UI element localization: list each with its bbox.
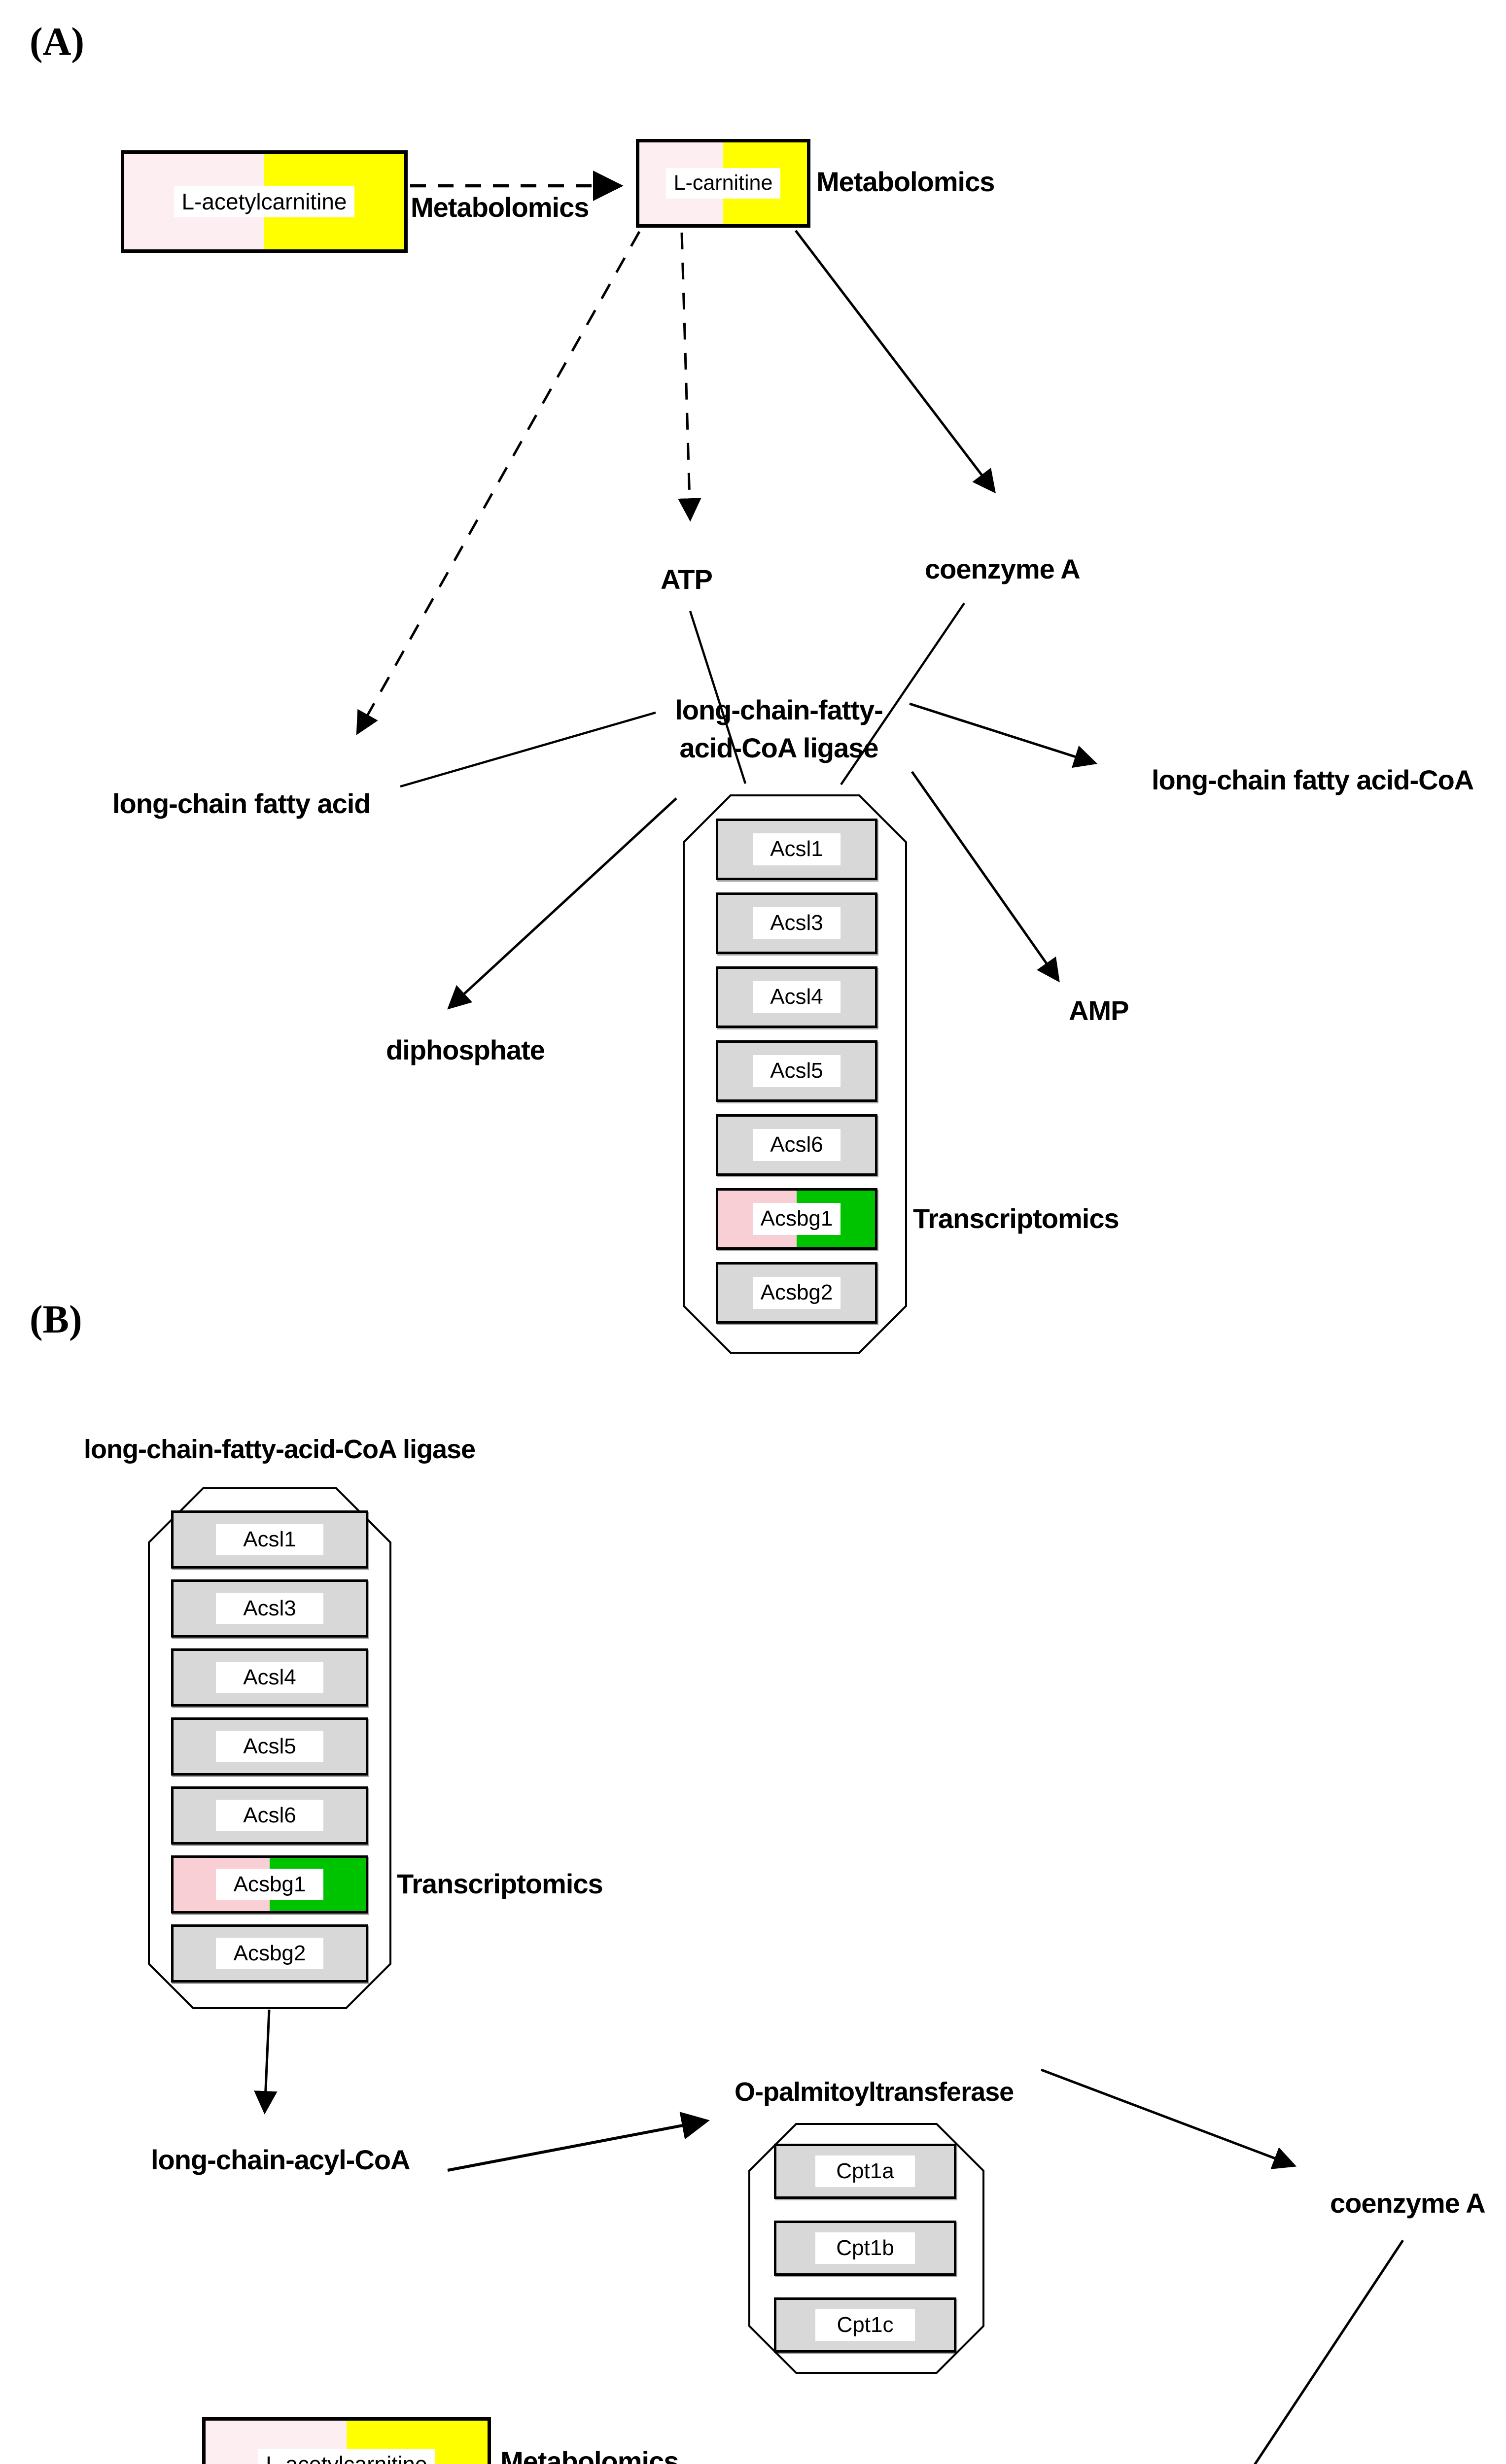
gene-label: Acsl1 [215,1523,324,1556]
gene-box-b-acsl4: Acsl4 [171,1648,368,1707]
node-b-o-palmitoyltransferase: O-palmitoyltransferase [735,2077,1014,2107]
label-a-metabolomics-acetyl: Metabolomics [411,192,589,223]
arrow-b-coenzyme-a-to-o-acyl-carnitine [1253,2239,1404,2464]
node-label: L-acetylcarnitine [258,2449,435,2464]
arrow-a-carnitine-to-atp [678,232,701,522]
node-b-coenzyme-a: coenzyme A [1330,2188,1486,2219]
node-b-long-chain-acyl-coa: long-chain-acyl-CoA [151,2144,410,2175]
gene-label: Acsl6 [752,1129,841,1161]
gene-box-a-acsbg1: Acsbg1 [716,1188,877,1250]
label-a-transcriptomics: Transcriptomics [913,1203,1120,1234]
gene-label: Acsl3 [752,907,841,939]
gene-box-b-acsl5: Acsl5 [171,1717,368,1776]
gene-label: Acsbg1 [215,1868,324,1901]
gene-box-b-cpt1c: Cpt1c [774,2297,956,2353]
gene-label: Cpt1c [815,2309,915,2341]
gene-box-b-cpt1a: Cpt1a [774,2144,956,2199]
label-a-metabolomics-carnitine: Metabolomics [816,166,995,197]
gene-box-a-acsl3: Acsl3 [716,892,877,954]
gene-box-a-acsl4: Acsl4 [716,966,877,1028]
node-a-ligase-title: long-chain-fatty- acid-CoA ligase [651,691,907,767]
gene-label: Cpt1a [815,2155,915,2188]
node-label: L-carnitine [665,168,781,199]
gene-label: Acsl5 [752,1055,841,1087]
arrow-a-carnitine-to-fatty-acid [356,231,641,735]
gene-box-b-acsbg2: Acsbg2 [171,1924,368,1983]
ligase-title-line2: acid-CoA ligase [679,732,878,764]
gene-box-b-acsbg1: Acsbg1 [171,1855,368,1914]
gene-box-b-cpt1b: Cpt1b [774,2221,956,2276]
gene-box-b-acsl6: Acsl6 [171,1786,368,1845]
gene-label: Acsl1 [752,833,841,865]
gene-label: Acsbg1 [752,1203,841,1235]
node-a-l-acetylcarnitine: L-acetylcarnitine [121,150,408,253]
gene-box-a-acsl5: Acsl5 [716,1040,877,1102]
gene-box-b-acsl1: Acsl1 [171,1510,368,1569]
arrow-b-acyl-coa-to-palmitoyltransferase [447,2112,710,2172]
gene-box-a-acsl1: Acsl1 [716,819,877,880]
arrow-b-palmitoyltransferase-to-coenzyme-a [1041,2068,1297,2169]
label-b-transcriptomics: Transcriptomics [397,1868,603,1899]
arrow-a-carnitine-to-coenzyme-a [795,230,996,494]
node-a-diphosphate: diphosphate [386,1034,545,1065]
gene-box-a-acsbg2: Acsbg2 [716,1262,877,1324]
arrow-a-ligase-to-amp [911,771,1060,983]
gene-label: Acsbg2 [215,1937,324,1970]
ligase-title-line1: long-chain-fatty- [675,694,883,725]
node-a-amp: AMP [1069,995,1129,1026]
gene-label: Acsl6 [215,1799,324,1832]
panel-b-label: (B) [30,1298,82,1341]
gene-label: Acsl3 [215,1592,324,1625]
line-a-fatty-acid-to-ligase [400,711,656,788]
gene-box-a-acsl6: Acsl6 [716,1114,877,1176]
gene-label: Acsl4 [752,981,841,1013]
gene-label: Acsl5 [215,1730,324,1763]
arrow-b-ligase-to-acyl-coa [254,2009,278,2115]
label-b-metabolomics-acetyl: Metabolomics [500,2446,679,2464]
node-b-l-acetylcarnitine: L-acetylcarnitine [202,2417,491,2464]
gene-label: Acsl4 [215,1661,324,1694]
gene-label: Cpt1b [815,2232,915,2264]
node-label: L-acetylcarnitine [174,185,355,218]
node-a-l-carnitine: L-carnitine [636,139,810,228]
gene-label: Acsbg2 [752,1277,841,1309]
node-b-ligase-title: long-chain-fatty-acid-CoA ligase [84,1435,476,1464]
gene-box-b-acsl3: Acsl3 [171,1579,368,1638]
panel-a-label: (A) [30,20,85,64]
arrow-a-ligase-to-diphosphate [447,797,677,1010]
node-a-atp: ATP [661,564,713,595]
node-a-long-chain-fatty-acid-coa: long-chain fatty acid-CoA [1152,764,1474,795]
node-a-long-chain-fatty-acid: long-chain fatty acid [112,788,371,819]
node-a-coenzyme-a: coenzyme A [925,553,1081,584]
arrow-a-ligase-to-fatty-acid-coa [909,702,1098,768]
